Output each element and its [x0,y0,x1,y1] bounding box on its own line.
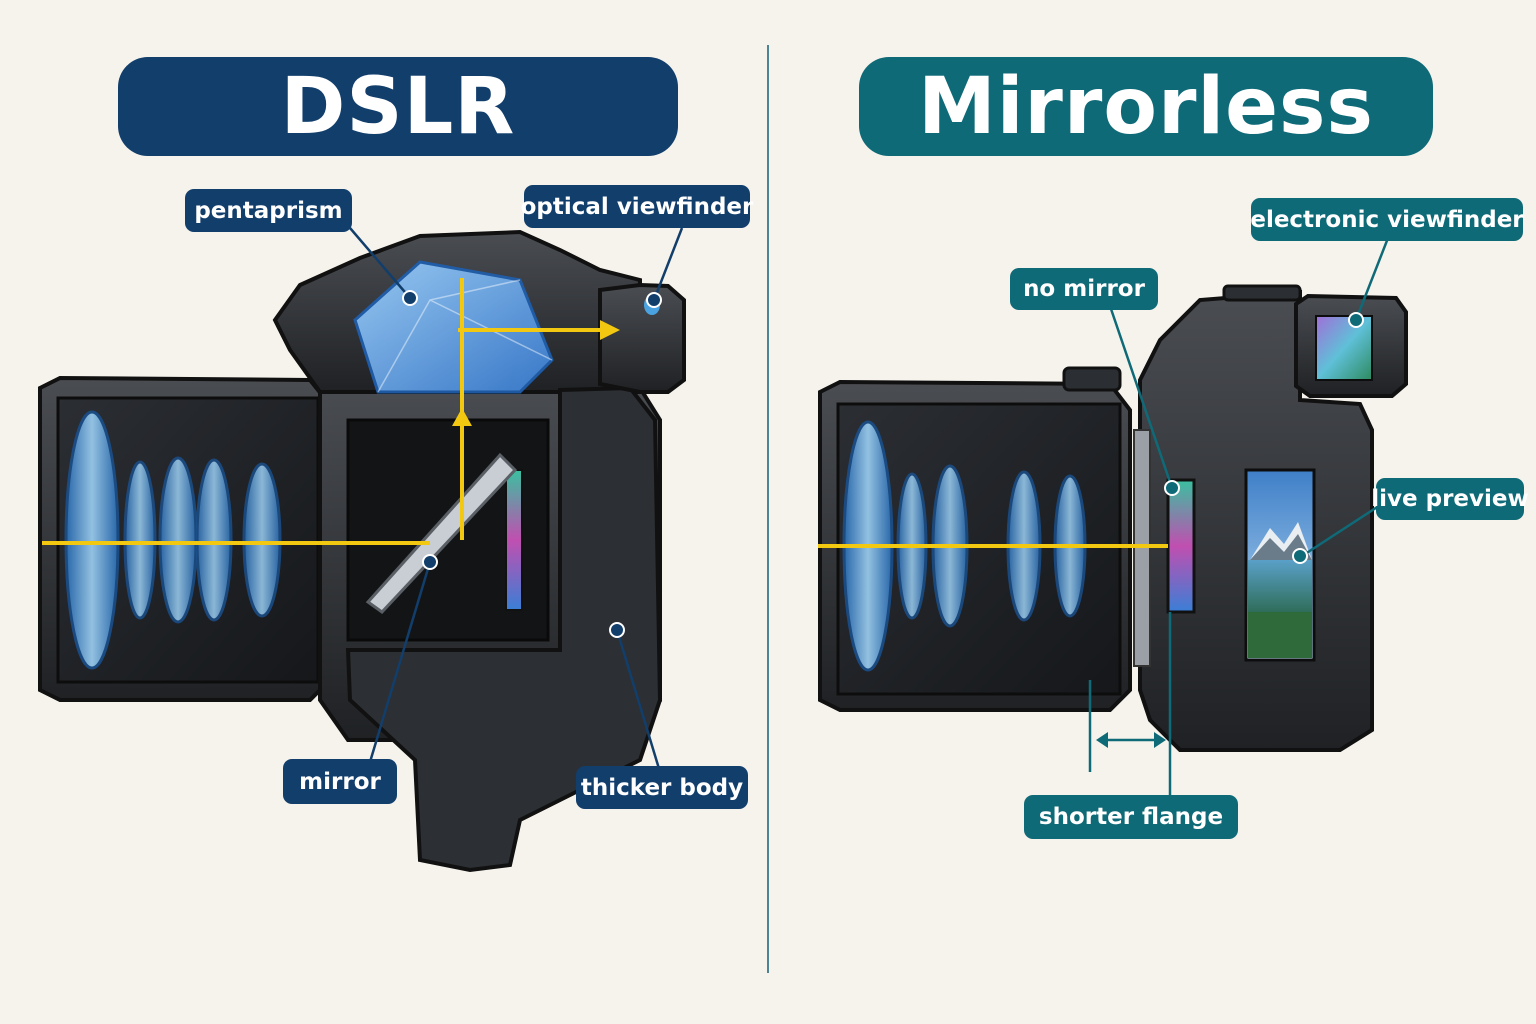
dslr-eyepiece [598,282,686,394]
pentaprism-leader-line [349,227,411,299]
live-preview-leader-line [1301,498,1389,558]
optical-viewfinder-anchor-dot [646,292,662,308]
mirror-leader-line [368,561,432,763]
mirrorless-sensor [1166,478,1196,614]
electronic-viewfinder-leader-line [1354,237,1390,321]
label-mirror: mirror [283,759,397,804]
label-thicker-body: thicker body [576,766,748,809]
label-optical-viewfinder: optical viewfinder [521,185,753,228]
dslr-lens-element [195,458,233,622]
center-divider [767,45,769,973]
electronic-viewfinder-anchor-dot [1348,312,1364,328]
dslr-lens-element [242,462,282,618]
mode-dial [1062,366,1122,392]
thicker-body-anchor-dot [609,622,625,638]
dslr-mirror [365,452,518,614]
thicker-body-leader-line [615,629,662,773]
dslr-grip [345,385,663,873]
no-mirror-anchor-dot [1164,480,1180,496]
mirror-anchor-dot [422,554,438,570]
label-no-mirror: no mirror [1010,268,1158,310]
optical-viewfinder-leader-line [652,227,684,301]
mirrorless-camera [818,284,1408,752]
evf-screen [1315,315,1373,381]
dslr-sensor [505,469,523,611]
label-electronic-viewfinder: electronic viewfinder [1250,198,1524,241]
mirrorless-title: Mirrorless [859,57,1433,156]
live-preview-anchor-dot [1292,548,1308,564]
dslr-lens-element [158,456,198,624]
dslr-lens-element [64,410,120,670]
dslr-lens-element [123,460,157,620]
live-preview-screen [1244,468,1316,662]
no-mirror-leader-line [1108,305,1174,489]
dslr-title: DSLR [118,57,678,156]
pentaprism-anchor-dot [402,290,418,306]
label-pentaprism: pentaprism [185,189,352,232]
label-live-preview: live preview [1371,478,1529,520]
dslr-camera [38,229,686,873]
label-shorter-flange: shorter flange [1024,795,1238,839]
